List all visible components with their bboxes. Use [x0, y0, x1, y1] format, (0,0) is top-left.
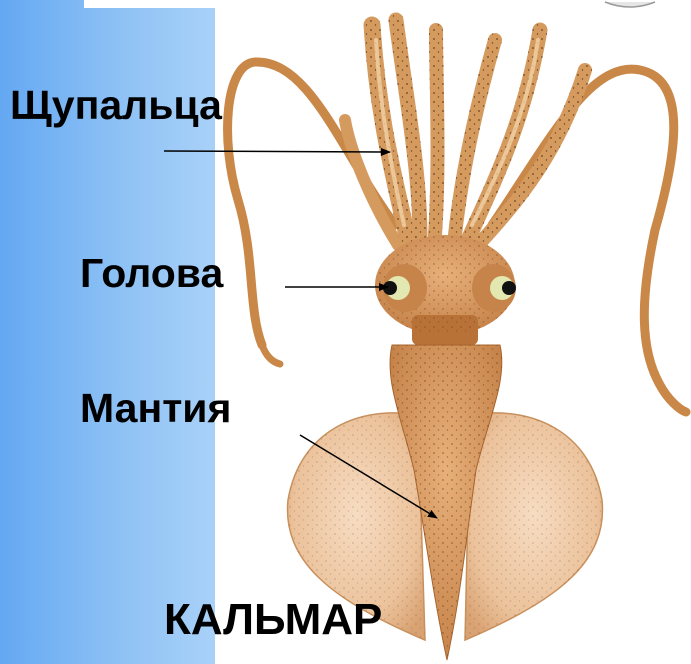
right-eye	[472, 264, 516, 312]
corner-ornament	[605, 2, 655, 7]
mantle-label: Мантия	[80, 388, 231, 429]
head	[375, 235, 516, 345]
tentacles-label: Щупальца	[10, 85, 222, 126]
diagram-title: КАЛЬМАР	[164, 598, 382, 642]
tentacles-arrow	[164, 151, 390, 152]
left-eye	[383, 264, 427, 312]
head-label: Голова	[80, 253, 223, 294]
